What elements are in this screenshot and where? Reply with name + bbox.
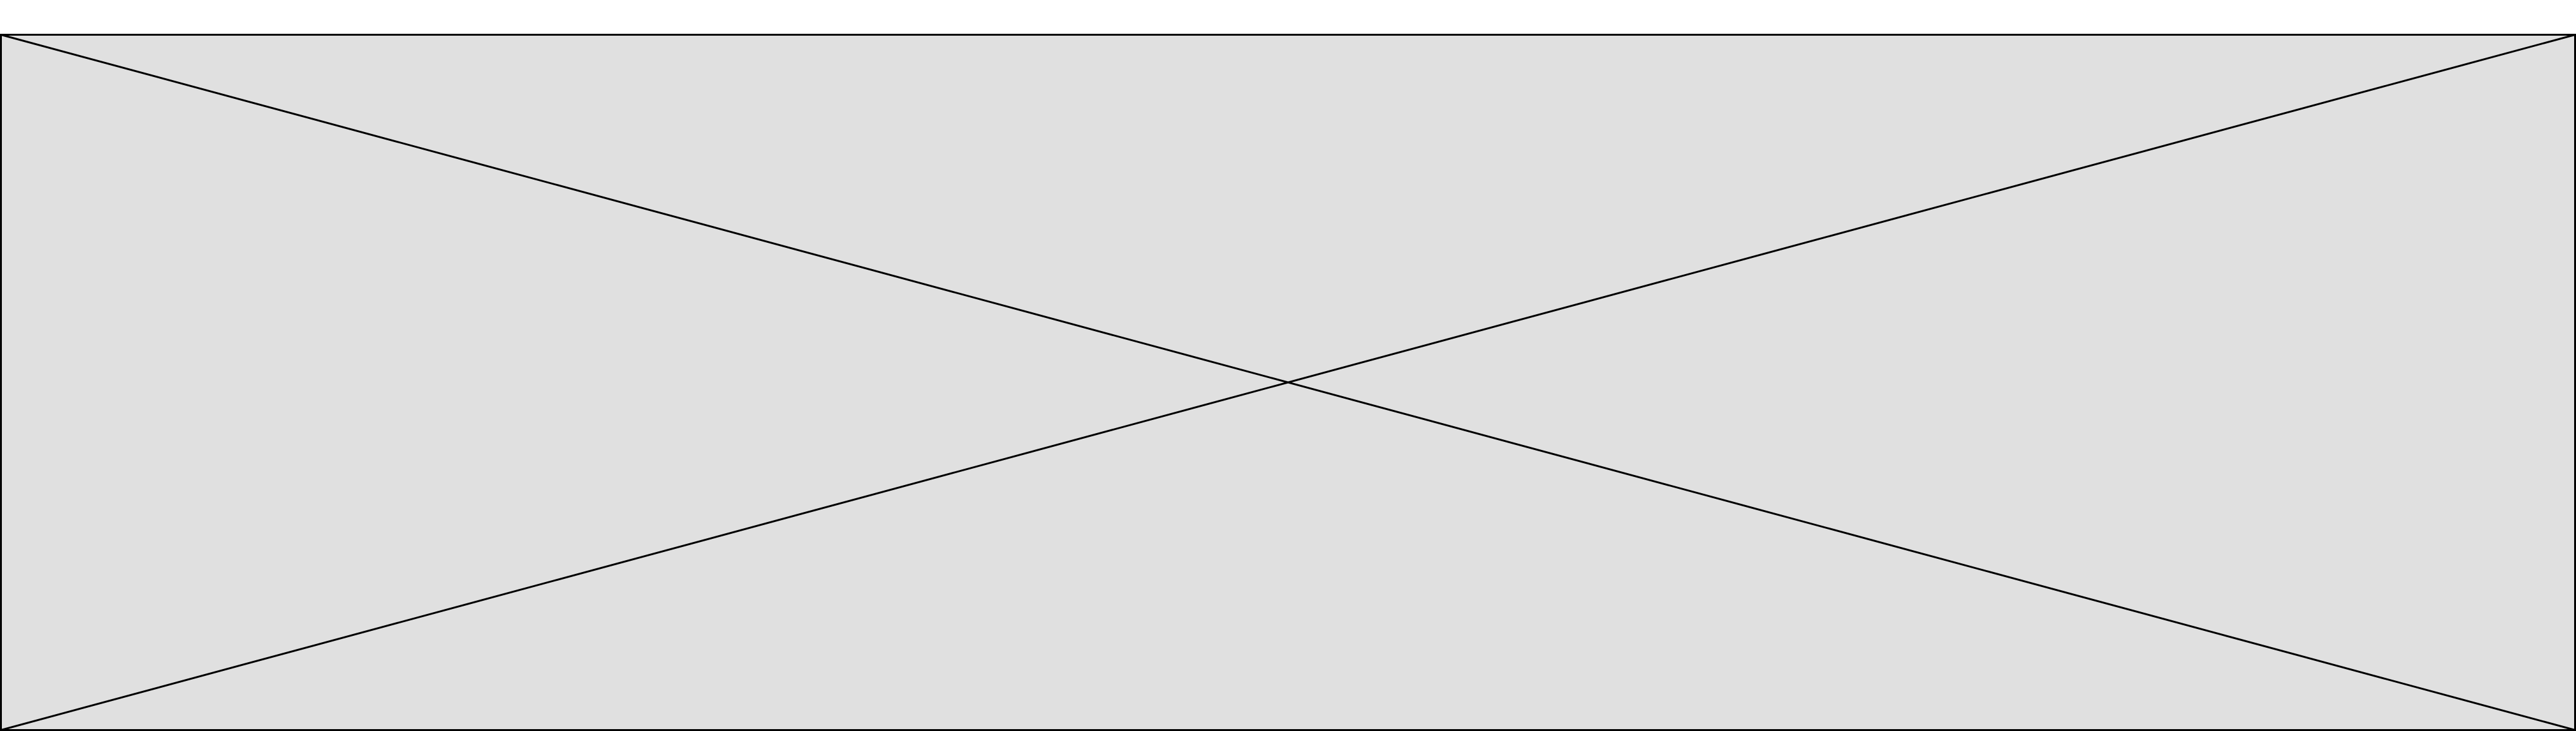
image-placeholder-graphic (0, 34, 2576, 731)
image-placeholder (0, 34, 2576, 731)
placeholder-cross-line-2 (1, 34, 2575, 731)
